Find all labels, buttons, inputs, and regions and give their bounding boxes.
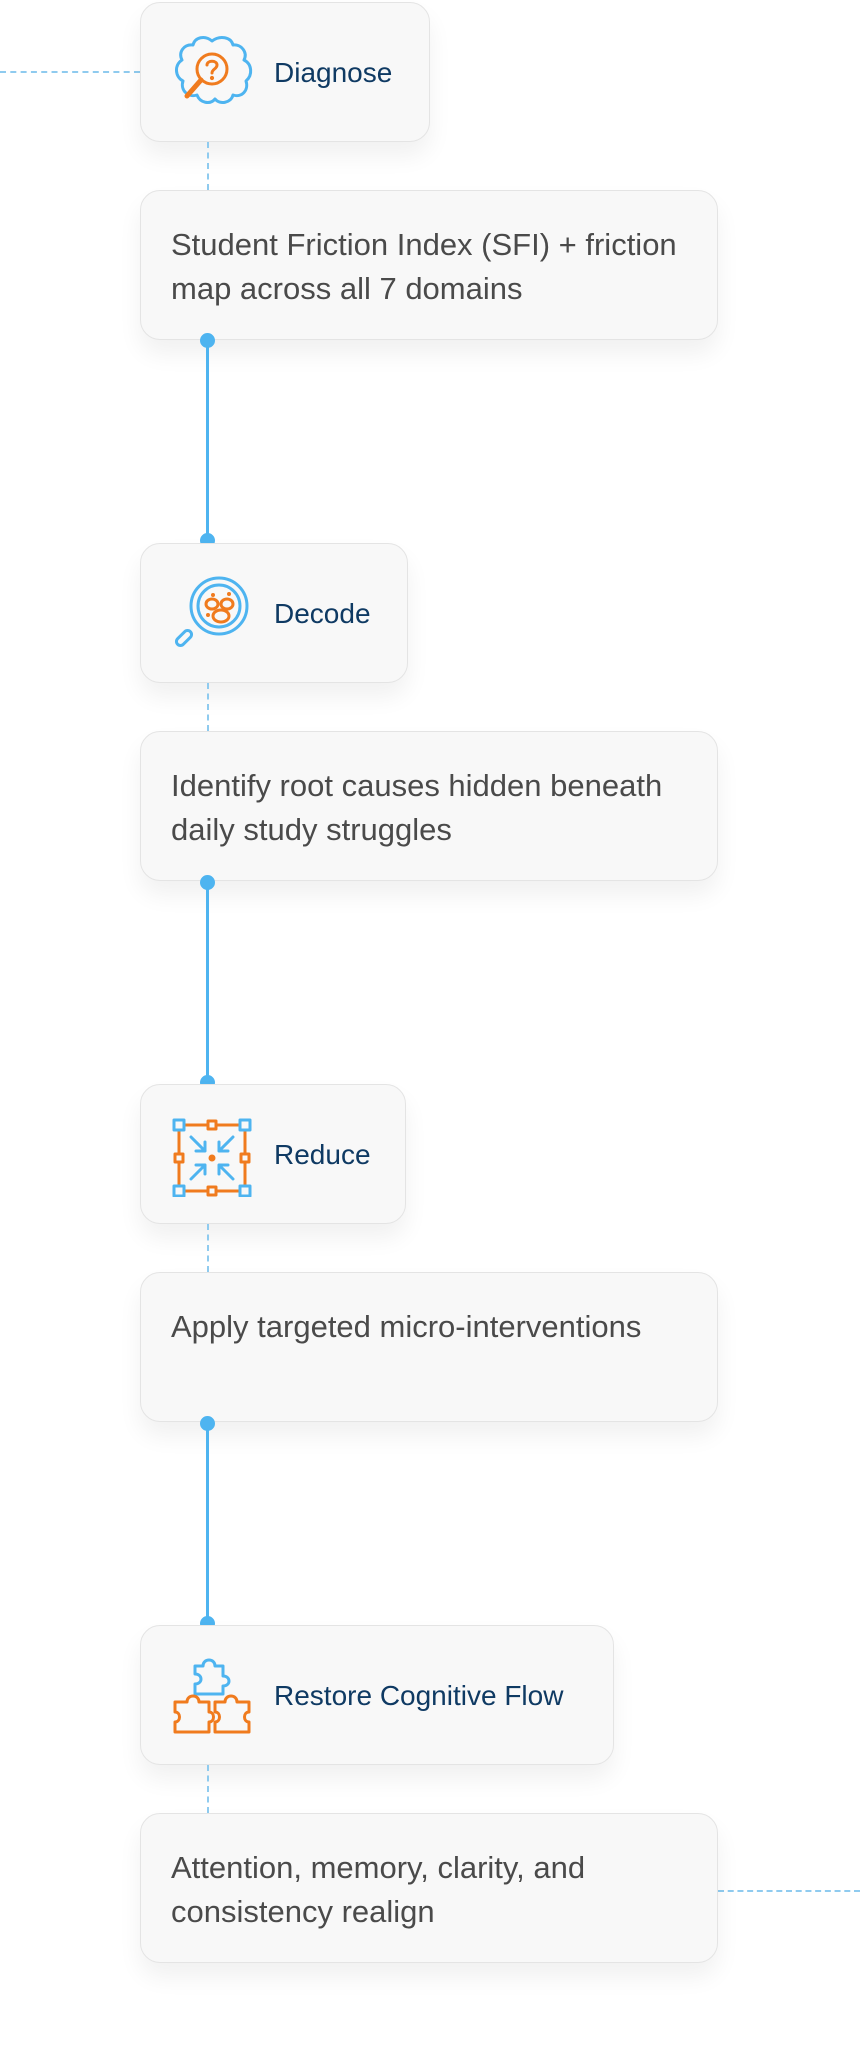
- description-card: Attention, memory, clarity, and consiste…: [140, 1813, 718, 1963]
- step-title: Diagnose: [274, 57, 393, 88]
- step-card-restore: Restore Cognitive Flow: [140, 1625, 614, 1765]
- step-description: Apply targeted micro-interventions: [171, 1309, 642, 1344]
- magnifier-cells-icon: [169, 570, 255, 656]
- step-title: Reduce: [274, 1139, 371, 1170]
- connector-dot-top: [200, 1416, 215, 1431]
- brain-magnifier-icon: [169, 29, 255, 115]
- step-connector-line: [206, 341, 209, 540]
- puzzle-pieces-icon: [169, 1652, 255, 1738]
- connector-dot-top: [200, 333, 215, 348]
- step-connector-line: [206, 883, 209, 1082]
- step-card-diagnose: Diagnose: [140, 2, 430, 142]
- entry-dashed-line: [0, 71, 140, 73]
- step-description: Identify root causes hidden beneath dail…: [171, 768, 663, 847]
- step-description: Student Friction Index (SFI) + friction …: [171, 227, 677, 306]
- step-card-decode: Decode: [140, 543, 408, 683]
- exit-dashed-line: [718, 1890, 860, 1892]
- step-connector-line: [206, 1424, 209, 1623]
- step-dashed-connector: [207, 142, 209, 190]
- connector-dot-top: [200, 875, 215, 890]
- description-card: Apply targeted micro-interventions: [140, 1272, 718, 1422]
- step-card-reduce: Reduce: [140, 1084, 406, 1224]
- description-card: Identify root causes hidden beneath dail…: [140, 731, 718, 881]
- step-dashed-connector: [207, 683, 209, 731]
- description-card: Student Friction Index (SFI) + friction …: [140, 190, 718, 340]
- step-description: Attention, memory, clarity, and consiste…: [171, 1850, 586, 1929]
- step-dashed-connector: [207, 1765, 209, 1813]
- step-title: Decode: [274, 598, 371, 629]
- step-title: Restore Cognitive Flow: [274, 1680, 564, 1711]
- compress-arrows-icon: [169, 1111, 255, 1197]
- step-dashed-connector: [207, 1224, 209, 1272]
